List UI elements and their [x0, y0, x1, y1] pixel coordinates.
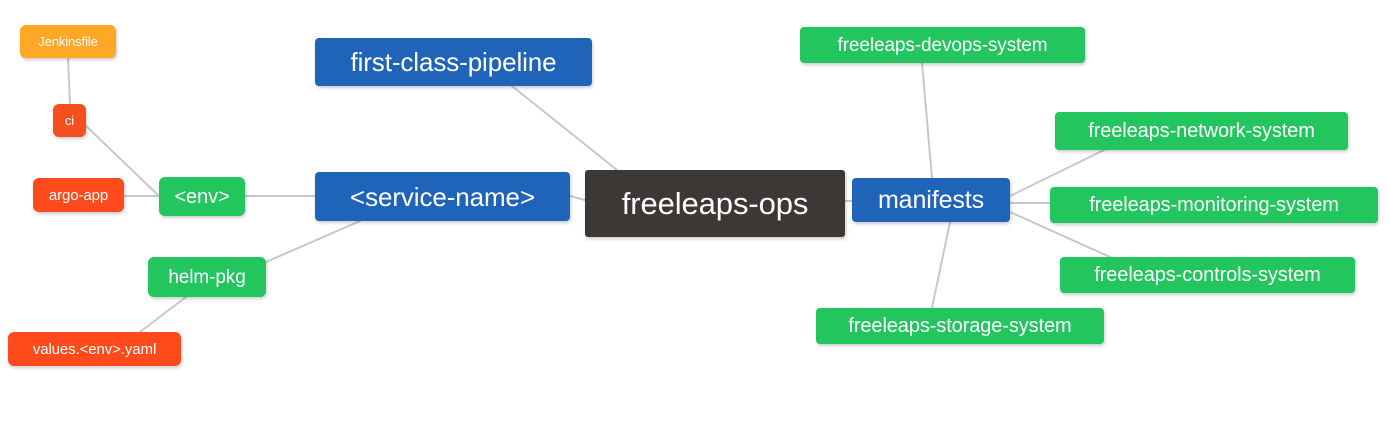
node-label: <service-name>	[349, 181, 536, 212]
edge-manifests-to-storage	[931, 221, 951, 309]
node-label: manifests	[877, 185, 985, 214]
node-label: ci	[64, 113, 75, 128]
node-label: values.<env>.yaml	[32, 340, 157, 358]
node-label: freeleaps-ops	[621, 186, 809, 221]
mindmap-node-devops[interactable]: freeleaps-devops-system	[800, 27, 1085, 63]
edge-valuesyaml-to-helmpkg	[139, 296, 187, 333]
mindmap-node-pipeline[interactable]: first-class-pipeline	[315, 38, 592, 86]
node-label: freeleaps-monitoring-system	[1089, 194, 1339, 216]
mindmap-node-controls[interactable]: freeleaps-controls-system	[1060, 257, 1355, 293]
edge-pipeline-to-root	[511, 85, 618, 171]
mindmap-node-network[interactable]: freeleaps-network-system	[1055, 112, 1348, 150]
mindmap-node-argoapp[interactable]: argo-app	[33, 178, 124, 212]
mindmap-node-valuesyaml[interactable]: values.<env>.yaml	[8, 332, 181, 366]
node-label: first-class-pipeline	[350, 47, 557, 77]
node-label: argo-app	[48, 186, 109, 204]
node-label: freeleaps-devops-system	[837, 34, 1048, 56]
mindmap-node-jenkinsfile[interactable]: Jenkinsfile	[20, 25, 116, 58]
node-label: freeleaps-network-system	[1088, 120, 1315, 142]
edge-jenkinsfile-to-ci	[67, 57, 71, 105]
node-label: <env>	[174, 185, 230, 208]
node-label: helm-pkg	[168, 266, 246, 288]
mindmap-node-env[interactable]: <env>	[159, 177, 245, 216]
mindmap-node-storage[interactable]: freeleaps-storage-system	[816, 308, 1104, 344]
node-label: Jenkinsfile	[38, 34, 98, 49]
edge-manifests-to-devops	[921, 62, 933, 179]
mindmap-node-monitoring[interactable]: freeleaps-monitoring-system	[1050, 187, 1378, 223]
mindmap-node-ci[interactable]: ci	[53, 104, 86, 137]
mindmap-node-helmpkg[interactable]: helm-pkg	[148, 257, 266, 297]
mindmap-node-manifests[interactable]: manifests	[852, 178, 1010, 222]
mindmap-node-root[interactable]: freeleaps-ops	[585, 170, 845, 237]
edge-helmpkg-to-servicename	[265, 220, 361, 263]
node-label: freeleaps-storage-system	[848, 315, 1072, 337]
mindmap-node-servicename[interactable]: <service-name>	[315, 172, 570, 221]
node-label: freeleaps-controls-system	[1094, 264, 1321, 286]
edge-servicename-to-root	[569, 195, 586, 201]
